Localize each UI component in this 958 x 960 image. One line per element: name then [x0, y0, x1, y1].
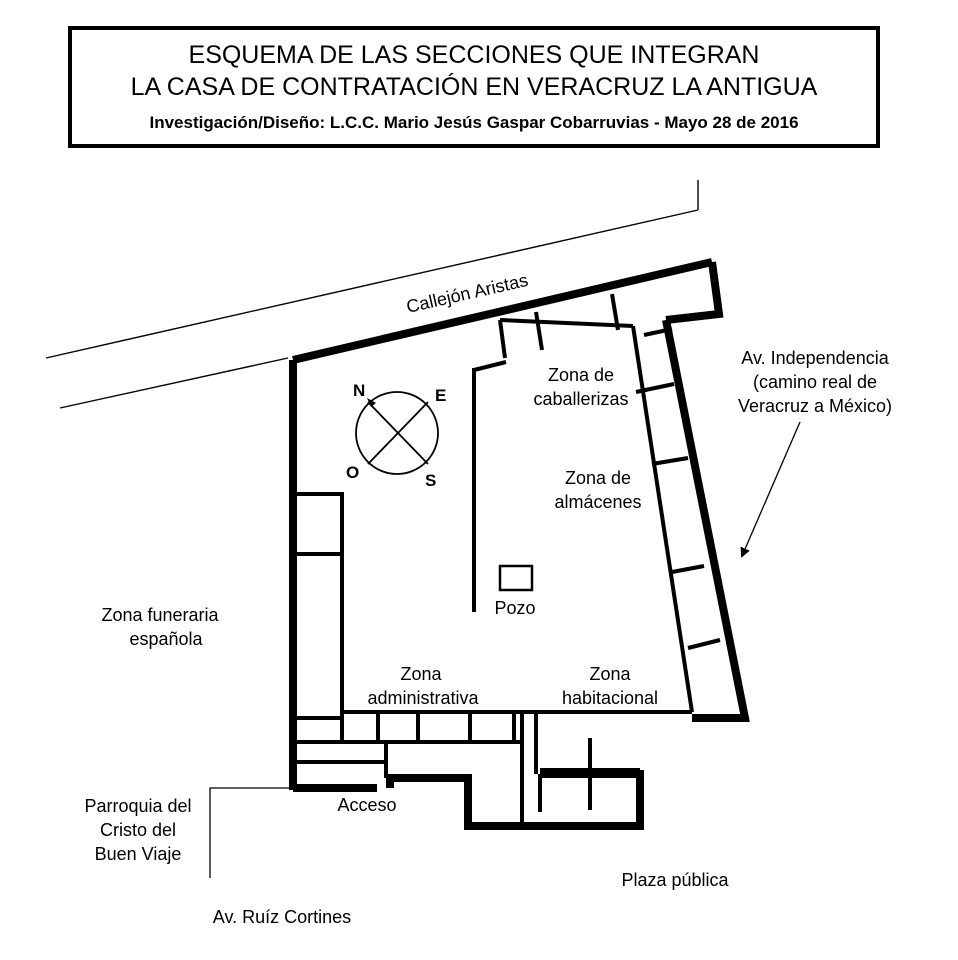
svg-text:(camino real de: (camino real de: [753, 372, 877, 392]
svg-text:Av. Independencia: Av. Independencia: [741, 348, 889, 368]
north-rooms-line: [499, 318, 634, 328]
svg-text:caballerizas: caballerizas: [533, 389, 628, 409]
svg-text:Zona de: Zona de: [565, 468, 631, 488]
ruiz-cortines-label: Av. Ruíz Cortines: [213, 907, 351, 927]
east-wall: [662, 319, 750, 722]
svg-text:Zona: Zona: [589, 664, 631, 684]
svg-text:española: española: [129, 629, 203, 649]
svg-text:administrativa: administrativa: [367, 688, 479, 708]
compass-rose: N E O S: [346, 381, 446, 490]
habitacional-label: Zona habitacional: [562, 664, 658, 708]
independencia-arrow: [740, 421, 801, 558]
parroquia-label: Parroquia del Cristo del Buen Viaje: [84, 796, 191, 864]
title-box: ESQUEMA DE LAS SECCIONES QUE INTEGRAN LA…: [68, 26, 880, 148]
pozo-label: Pozo: [494, 598, 535, 618]
inner-walls: [296, 293, 721, 824]
title-line-1: ESQUEMA DE LAS SECCIONES QUE INTEGRAN: [188, 41, 760, 69]
svg-text:habitacional: habitacional: [562, 688, 658, 708]
east-inner-wall: [631, 325, 694, 713]
compass-s: S: [425, 471, 436, 490]
outer-walls: [289, 258, 750, 830]
north-wall: [292, 258, 713, 364]
svg-text:Zona funeraria: Zona funeraria: [101, 605, 219, 625]
pozo-well: [498, 564, 534, 592]
caballerizas-label: Zona de caballerizas: [533, 365, 628, 409]
svg-text:Cristo del: Cristo del: [100, 820, 176, 840]
funeraria-label: Zona funeraria española: [101, 605, 219, 649]
title-line-2: LA CASA DE CONTRATACIÓN EN VERACRUZ LA A…: [130, 73, 818, 101]
north-arrow-icon: [367, 398, 376, 407]
almacenes-label: Zona de almácenes: [554, 468, 641, 512]
plaza-label: Plaza pública: [621, 870, 729, 890]
parroquia-leader-line: [209, 787, 290, 878]
south-wall-east: [386, 770, 644, 830]
svg-text:Parroquia del: Parroquia del: [84, 796, 191, 816]
svg-text:almácenes: almácenes: [554, 492, 641, 512]
compass-e: E: [435, 386, 446, 405]
acceso-label: Acceso: [337, 795, 396, 815]
compass-n: N: [353, 381, 365, 400]
administrativa-label: Zona administrativa: [367, 664, 479, 708]
independencia-label: Av. Independencia (camino real de Veracr…: [738, 348, 892, 416]
callejon-street-lines: [45, 180, 699, 409]
svg-text:Zona de: Zona de: [548, 365, 614, 385]
svg-text:Buen Viaje: Buen Viaje: [95, 844, 182, 864]
svg-text:Zona: Zona: [400, 664, 442, 684]
east-wall-upper: [665, 261, 724, 324]
credit-line: Investigación/Diseño: L.C.C. Mario Jesús…: [149, 113, 799, 132]
compass-o: O: [346, 463, 359, 482]
svg-text:Veracruz a México): Veracruz a México): [738, 396, 892, 416]
